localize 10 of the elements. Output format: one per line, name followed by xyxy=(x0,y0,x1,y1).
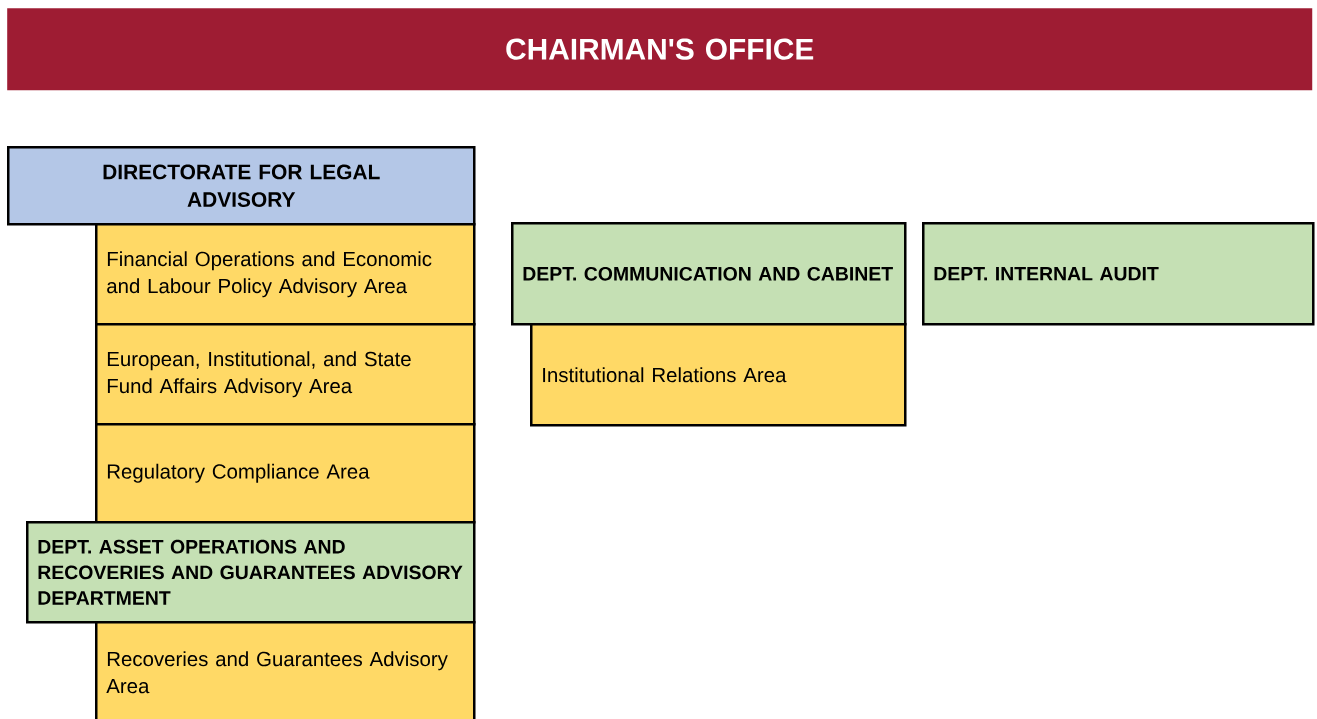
area-box: Institutional Relations Area xyxy=(530,323,907,427)
area-box: Recoveries and Guarantees Advisory Area xyxy=(95,621,476,719)
header-band: CHAIRMAN'S OFFICE xyxy=(7,8,1313,91)
area-box: Financial Operations and Economic and Labour Policy Advisory Area xyxy=(95,223,476,326)
area-box: European, Institutional, and State Fund Affairs Advisory Area xyxy=(95,323,476,426)
department-box: DEPT. ASSET OPERATIONS AND RECOVERIES AND GUARANTEES ADVISORY DEPARTMENT xyxy=(26,521,476,624)
area-box: Regulatory Compliance Area xyxy=(95,423,476,524)
department-box: DEPT. INTERNAL AUDIT xyxy=(922,222,1315,326)
directorate-box: DIRECTORATE FOR LEGAL ADVISORY xyxy=(7,146,476,226)
department-box: DEPT. COMMUNICATION AND CABINET xyxy=(511,222,907,326)
